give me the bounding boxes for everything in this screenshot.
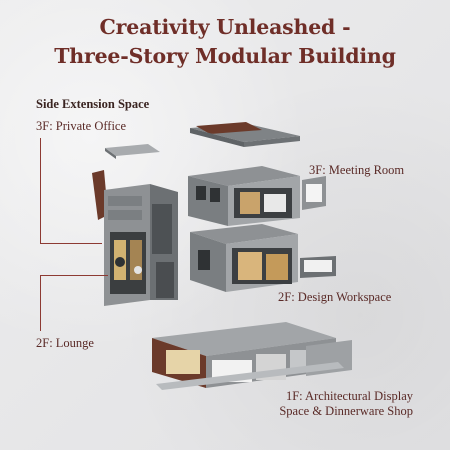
leader-private-office-v — [40, 138, 41, 244]
title-line-1: Creativity Unleashed - — [99, 15, 351, 39]
leader-lounge-h — [40, 275, 108, 276]
roof-piece — [190, 122, 300, 147]
side-extension-tower — [92, 170, 178, 306]
label-3f-meeting-room: 3F: Meeting Room — [309, 163, 405, 177]
label-2f-design-workspace: 2F: Design Workspace — [278, 290, 392, 304]
label-2f-lounge: 2F: Lounge — [36, 336, 94, 350]
floor-3-module — [188, 166, 326, 226]
floor-1-module — [152, 322, 352, 390]
floor-2-module — [190, 224, 336, 292]
title-line-2: Three-Story Modular Building — [54, 44, 396, 68]
label-side-extension: Side Extension Space — [36, 97, 150, 111]
side-roof-tile — [105, 144, 160, 159]
label-1f-line-2: Space & Dinnerware Shop — [279, 404, 413, 418]
leader-lounge-v — [40, 275, 41, 331]
leader-private-office-h — [40, 243, 102, 244]
label-1f-line-1: 1F: Architectural Display — [285, 389, 413, 403]
page-title: Creativity Unleashed - Three-Story Modul… — [0, 13, 450, 71]
label-3f-private-office: 3F: Private Office — [36, 119, 127, 133]
